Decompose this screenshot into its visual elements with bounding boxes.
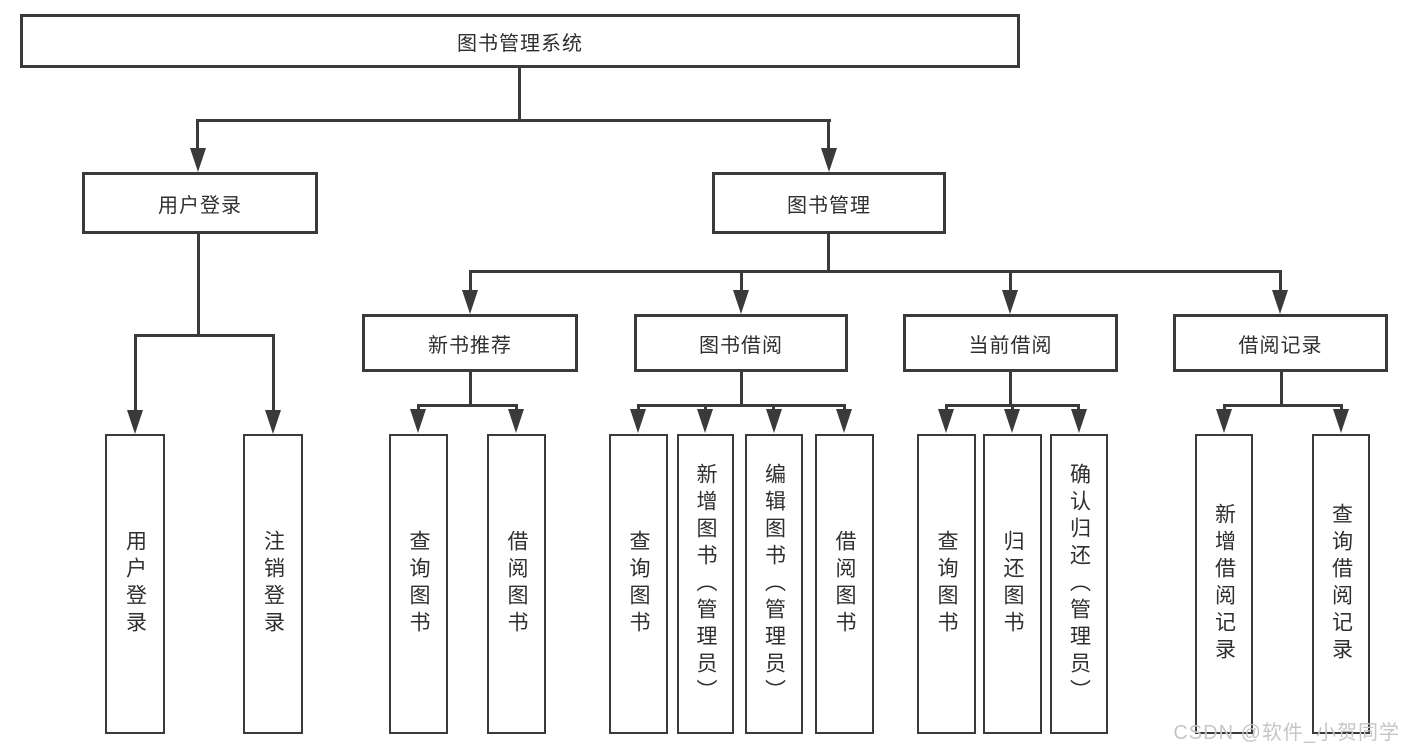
node-leaf-add-books-admin: 新增图书（管理员） — [677, 434, 734, 734]
node-book-borrowing: 图书借阅 — [634, 314, 848, 372]
node-label: 图书管理系统 — [457, 32, 583, 55]
connector-leaf-line — [1077, 404, 1080, 412]
node-borrowing-records: 借阅记录 — [1173, 314, 1388, 372]
node-leaf-query-borrow-record: 查询借阅记录 — [1312, 434, 1370, 734]
connector-root-to-user-login-line — [196, 119, 199, 151]
node-label: 确认归还（管理员） — [1067, 462, 1091, 706]
arrow-down-icon — [1333, 409, 1349, 433]
node-label: 借阅图书 — [505, 530, 528, 638]
node-leaf-borrow-books-recommend: 借阅图书 — [487, 434, 546, 734]
connector-borrow-records-stem — [1280, 372, 1283, 406]
connector-to-leaf-login-line — [134, 334, 137, 412]
node-leaf-query-books-borrow: 查询图书 — [609, 434, 668, 734]
arrow-down-icon — [1004, 409, 1020, 433]
connector-leaf-line — [417, 404, 420, 412]
connector-leaf-line — [1011, 404, 1014, 412]
node-label: 借阅记录 — [1238, 334, 1323, 357]
node-library-management-system: 图书管理系统 — [20, 14, 1020, 68]
connector-user-login-stem — [197, 234, 200, 336]
node-label: 查询图书 — [935, 530, 958, 638]
arrow-down-icon — [127, 410, 143, 434]
connector-book-borrow-stem — [740, 372, 743, 406]
connector-leaf-line — [945, 404, 948, 412]
connector-borrow-records-rail — [1224, 404, 1342, 407]
arrow-down-icon — [265, 410, 281, 434]
arrow-down-icon — [733, 290, 749, 314]
node-label: 新增借阅记录 — [1212, 503, 1236, 665]
arrow-down-icon — [938, 409, 954, 433]
arrow-down-icon — [766, 409, 782, 433]
arrow-down-icon — [821, 148, 837, 172]
arrow-down-icon — [508, 409, 524, 433]
node-new-book-recommend: 新书推荐 — [362, 314, 578, 372]
node-label: 图书管理 — [787, 194, 871, 217]
connector-book-borrow-rail — [638, 404, 846, 407]
node-current-borrowing: 当前借阅 — [903, 314, 1118, 372]
node-label: 借阅图书 — [833, 530, 856, 638]
node-label: 查询图书 — [407, 530, 430, 638]
node-label: 用户登录 — [158, 194, 242, 217]
connector-root-to-book-management-line — [827, 119, 830, 151]
node-leaf-query-books-current: 查询图书 — [917, 434, 976, 734]
connector-to-new-book-line — [469, 270, 472, 292]
connector-leaf-line — [515, 404, 518, 412]
node-label: 新增图书（管理员） — [694, 462, 717, 706]
connector-book-management-rail — [469, 270, 1282, 273]
node-leaf-confirm-return-admin: 确认归还（管理员） — [1050, 434, 1108, 734]
node-book-management-branch: 图书管理 — [712, 172, 946, 234]
node-label: 当前借阅 — [968, 334, 1053, 357]
node-label: 编辑图书（管理员） — [762, 462, 786, 706]
node-leaf-add-borrow-record: 新增借阅记录 — [1195, 434, 1253, 734]
arrow-down-icon — [697, 409, 713, 433]
node-label: 查询图书 — [627, 530, 650, 638]
connector-to-leaf-logout-line — [272, 334, 275, 412]
node-label: 归还图书 — [1001, 530, 1024, 638]
arrow-down-icon — [630, 409, 646, 433]
connector-root-rail — [196, 119, 831, 122]
connector-to-book-borrow-line — [740, 270, 743, 292]
node-leaf-return-books: 归还图书 — [983, 434, 1042, 734]
connector-new-book-stem — [469, 372, 472, 406]
connector-new-book-rail — [418, 404, 518, 407]
connector-leaf-line — [1223, 404, 1226, 412]
arrow-down-icon — [190, 148, 206, 172]
node-label: 新书推荐 — [428, 334, 512, 357]
node-user-login-branch: 用户登录 — [82, 172, 318, 234]
node-label: 图书借阅 — [699, 334, 783, 357]
connector-to-borrow-records-line — [1279, 270, 1282, 292]
arrow-down-icon — [1002, 290, 1018, 314]
connector-user-login-rail — [134, 334, 275, 337]
node-label: 查询借阅记录 — [1329, 503, 1353, 665]
connector-leaf-line — [704, 404, 707, 412]
node-label: 用户登录 — [123, 530, 147, 638]
arrow-down-icon — [1272, 290, 1288, 314]
node-leaf-edit-books-admin: 编辑图书（管理员） — [745, 434, 803, 734]
node-leaf-borrow-books: 借阅图书 — [815, 434, 874, 734]
arrow-down-icon — [1071, 409, 1087, 433]
node-label: 注销登录 — [261, 530, 285, 638]
connector-leaf-line — [772, 404, 775, 412]
connector-leaf-line — [1340, 404, 1343, 412]
arrow-down-icon — [1216, 409, 1232, 433]
connector-leaf-line — [843, 404, 846, 412]
node-leaf-user-login: 用户登录 — [105, 434, 165, 734]
node-leaf-logout: 注销登录 — [243, 434, 303, 734]
arrow-down-icon — [462, 290, 478, 314]
connector-current-borrow-stem — [1009, 372, 1012, 406]
arrow-down-icon — [410, 409, 426, 433]
csdn-watermark: CSDN @软件_小贺同学 — [1173, 722, 1400, 744]
connector-leaf-line — [637, 404, 640, 412]
connector-to-current-borrow-line — [1009, 270, 1012, 292]
arrow-down-icon — [836, 409, 852, 433]
node-leaf-query-books-recommend: 查询图书 — [389, 434, 448, 734]
connector-root-stem — [518, 68, 521, 121]
connector-book-management-stem — [827, 234, 830, 272]
